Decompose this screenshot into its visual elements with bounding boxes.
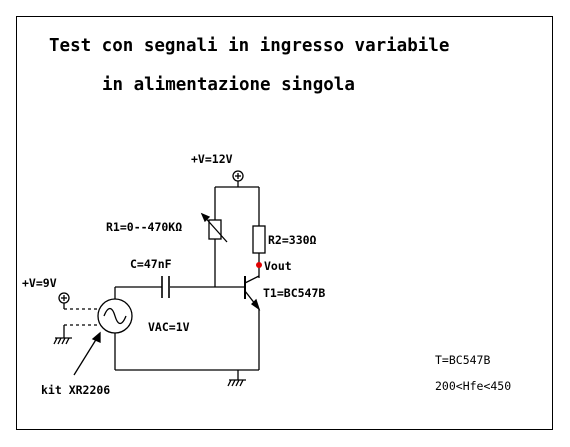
- vout-label: Vout: [264, 259, 292, 273]
- diagram-frame: [16, 16, 553, 430]
- capacitor-icon: [161, 276, 170, 298]
- title-line-2: in alimentazione singola: [102, 75, 355, 95]
- hfe-range-note: 200<Hfe<450: [435, 379, 512, 393]
- title-line-1: Test con segnali in ingresso variabile: [49, 36, 450, 56]
- power-terminal-icon: [232, 170, 244, 182]
- arrowhead-icon: [91, 331, 101, 343]
- generator-kit-label: kit XR2206: [41, 383, 111, 397]
- power-terminal-icon: [58, 292, 70, 304]
- r2-label: R2=330Ω: [268, 233, 317, 247]
- supply-gen-label: +V=9V: [22, 276, 57, 290]
- r1-label: R1=0--470KΩ: [106, 220, 183, 234]
- ground-icon: [53, 337, 72, 345]
- ground-icon: [227, 379, 246, 387]
- capacitor-label: C=47nF: [130, 257, 172, 271]
- vout-node-dot: [256, 262, 262, 268]
- ac-source-icon: [97, 298, 133, 334]
- npn-transistor-icon: [244, 275, 261, 311]
- vac-label: VAC=1V: [148, 320, 190, 334]
- transistor-type-note: T=BC547B: [435, 353, 491, 367]
- resistor-icon: [252, 225, 266, 254]
- kit-pointer-arrow: [73, 337, 98, 376]
- supply-main-label: +V=12V: [191, 152, 233, 166]
- transistor-label: T1=BC547B: [263, 286, 326, 300]
